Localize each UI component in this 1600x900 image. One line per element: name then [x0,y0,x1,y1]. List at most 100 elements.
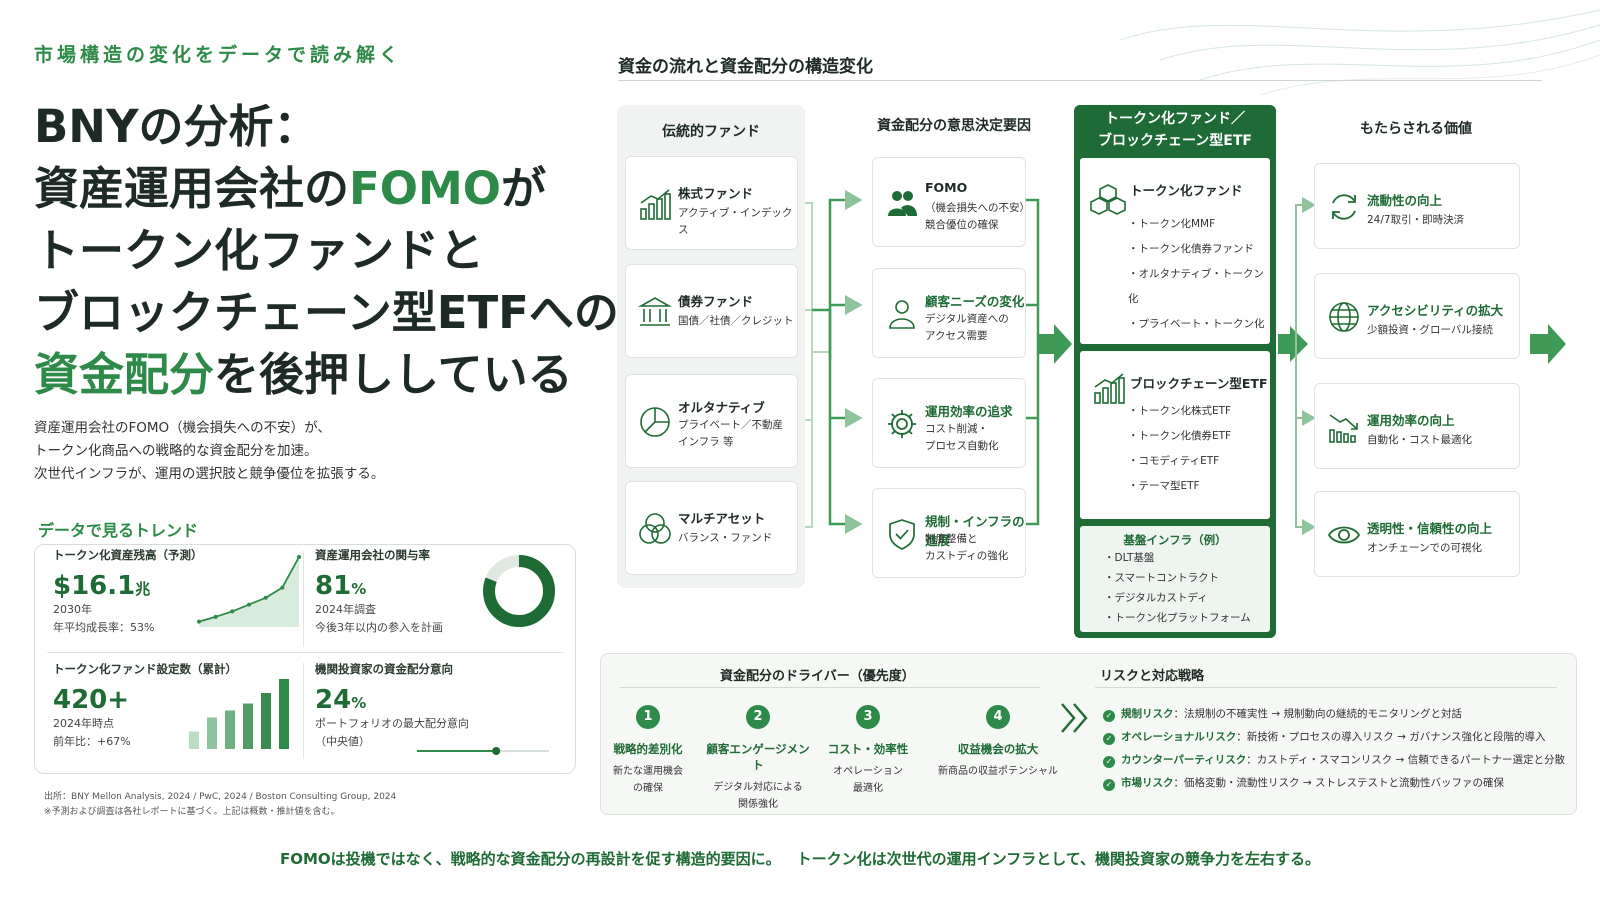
card-title: 株式ファンド [678,186,754,201]
growth-point [263,595,268,600]
tokenized-products-title: トークン化ファンド／ブロックチェーン型ETF [1098,111,1252,149]
card-value-2: アクセシビリティの拡大少額投資・グローバル接続 [1314,273,1520,359]
fund-bar [279,679,289,749]
check-icon: ✓ [1103,710,1115,722]
card-title: マルチアセット [678,511,766,526]
fund-bar [189,731,199,749]
headline-line-5: 資金配分を後押ししている [34,348,573,401]
infrastructure-box: 基盤インフラ（例） ・DLT基盤 ・スマートコントラクト ・デジタルカストディ … [1080,526,1270,632]
card-desc: バランス・ファンド [678,532,773,544]
allocation-slider [417,747,549,755]
card-desc: （機会損失への不安）競合優位の確保 [925,202,1030,231]
card-desc: デジタル資産へのアクセス需要 [925,313,1009,342]
card-traditional-1: 株式ファンドアクティブ・インデックス [625,156,798,250]
trend-title: データで見るトレンド [38,521,199,540]
donut-fill [483,555,555,627]
headline-line-4: ブロックチェーン型ETFへの [34,286,619,339]
growth-point [280,585,285,590]
card-title: 顧客ニーズの変化 [925,294,1025,309]
user-icon [889,300,915,329]
headline-line-1: BNYの分析： [34,100,319,153]
headline: BNYの分析： 資産運用会社のFOMOが トークン化ファンドと ブロックチェーン… [34,96,619,406]
tokenized-funds-list: ・トークン化MMF ・トークン化債券ファンド ・オルタナティブ・トークン化 ・プ… [1128,218,1265,330]
card-tokenized-funds: トークン化ファンド ・トークン化MMF ・トークン化債券ファンド ・オルタナティ… [1080,158,1270,344]
bar-chart-icon [1094,373,1125,404]
card-title: FOMO [925,180,968,195]
flow-title: 資金の流れと資金配分の構造変化 [618,57,873,77]
card-title: 規制・インフラの進展 [925,514,1025,548]
cubes-icon [1090,184,1126,215]
card-desc: 24/7取引・即時決済 [1367,214,1465,226]
card-title: オルタナティブ [678,400,765,415]
check-icon: ✓ [1103,779,1115,791]
col-value-head: もたらされる価値 [1360,121,1472,137]
card-desc: 制度整備とカストディの強化 [925,533,1009,562]
stat-fund-count: トークン化ファンド設定数（累計） 420+ 2024年時点 前年比：+67% [53,661,315,773]
headline-line-3: トークン化ファンドと [34,224,485,277]
risks-head: リスクと対応戦略 [1100,669,1205,684]
card-desc: 自動化・コスト最適化 [1367,434,1472,446]
trend-stats-card: トークン化資産残高（予測） $16.1兆 2030年 年平均成長率：53% 資産… [34,544,576,774]
card-value-4: 透明性・信頼性の向上オンチェーンでの可視化 [1314,491,1520,577]
bank-icon [638,297,672,326]
globe-icon [1329,302,1359,332]
card-blockchain-etf: ブロックチェーン型ETF ・トークン化株式ETF ・トークン化債券ETF ・コモ… [1080,351,1270,519]
footer-message: FOMOは投機ではなく、戦略的な資金配分の再設計を促す構造的要因に。トークン化は… [279,850,1321,868]
card-traditional-3: オルタナティブプライベート／不動産インフラ 等 [625,374,798,468]
lede: 資産運用会社のFOMO（機会損失への不安）が、トークン化商品への戦略的な資金配分… [34,420,385,482]
risk-item: ✓カウンターパーティリスク：カストディ・スマコンリスク → 信頼できるパートナー… [1103,752,1565,768]
fund-count-bar-chart [189,679,289,749]
sources-note: 出所：BNY Mellon Analysis, 2024 / PwC, 2024… [44,792,397,817]
kicker: 市場構造の変化をデータで読み解く [34,44,403,66]
growth-point [297,555,301,559]
fund-bar [207,717,217,749]
card-driver-3: 運用効率の追求コスト削減・プロセス自動化 [872,378,1026,468]
card-driver-1: FOMO （機会損失への不安）競合優位の確保 [872,157,1030,247]
people-icon [888,191,917,216]
double-chevron-icon [1061,703,1088,733]
risk-item: ✓規制リスク：法規制の不確実性 → 規制動向の継続的モニタリングと対話 [1103,706,1462,722]
growth-area [199,557,299,627]
pie-chart-icon [640,407,670,437]
fund-bar [225,710,235,749]
slider-knob [492,747,501,755]
card-desc: アクティブ・インデックス [678,207,793,236]
bar-chart-icon [640,189,671,220]
growth-point [197,619,201,624]
card-title: 債券ファンド [678,294,754,309]
card-driver-4: 規制・インフラの進展制度整備とカストディの強化 [872,488,1026,578]
card-desc: 国債／社債／クレジット [678,315,794,327]
gear-icon [888,410,916,438]
circles-icon [639,513,671,544]
participation-donut-chart [483,555,555,627]
stat-asset-manager-participation: 資産運用会社の関与率 81% 2024年調査 今後3年以内の参入を計画 [315,547,577,659]
col-traditional-head: 伝統的ファンド [662,124,760,140]
stat-tokenized-assets: トークン化資産残高（予測） $16.1兆 2030年 年平均成長率：53% [53,547,315,659]
risk-item: ✓オペレーショナルリスク：新技術・プロセスの導入リスク → ガバナンス強化と段階… [1103,729,1546,745]
growth-point [213,614,218,619]
card-traditional-2: 債券ファンド国債／社債／クレジット [625,264,798,358]
card-title: 透明性・信頼性の向上 [1367,521,1493,536]
card-title: 運用効率の追求 [925,404,1013,419]
card-value-3: 運用効率の向上自動化・コスト最適化 [1314,383,1520,469]
check-icon: ✓ [1103,756,1115,768]
eye-icon [1327,526,1361,544]
tokenized-funds-title: トークン化ファンド [1130,183,1243,198]
fund-bar [261,693,271,749]
card-desc: プライベート／不動産インフラ 等 [678,419,783,448]
slider-fill [417,750,497,752]
card-driver-2: 顧客ニーズの変化デジタル資産へのアクセス需要 [872,268,1026,358]
risk-item: ✓市場リスク：価格変動・流動性リスク → ストレステストと流動性バッファの確保 [1103,775,1504,791]
stat-allocation-intent: 機関投資家の資金配分意向 24% ポートフォリオの最大配分意向 （中央値） [315,661,577,773]
col-drivers-head: 資金配分の意思決定要因 [877,118,1031,134]
card-title: アクセシビリティの拡大 [1367,303,1504,318]
drivers-head: 資金配分のドライバー（優先度） [720,669,915,684]
growth-point [247,602,251,607]
down-chart-icon [1329,414,1358,443]
fund-bar [243,703,253,749]
headline-line-2: 資産運用会社のFOMOが [34,162,547,215]
